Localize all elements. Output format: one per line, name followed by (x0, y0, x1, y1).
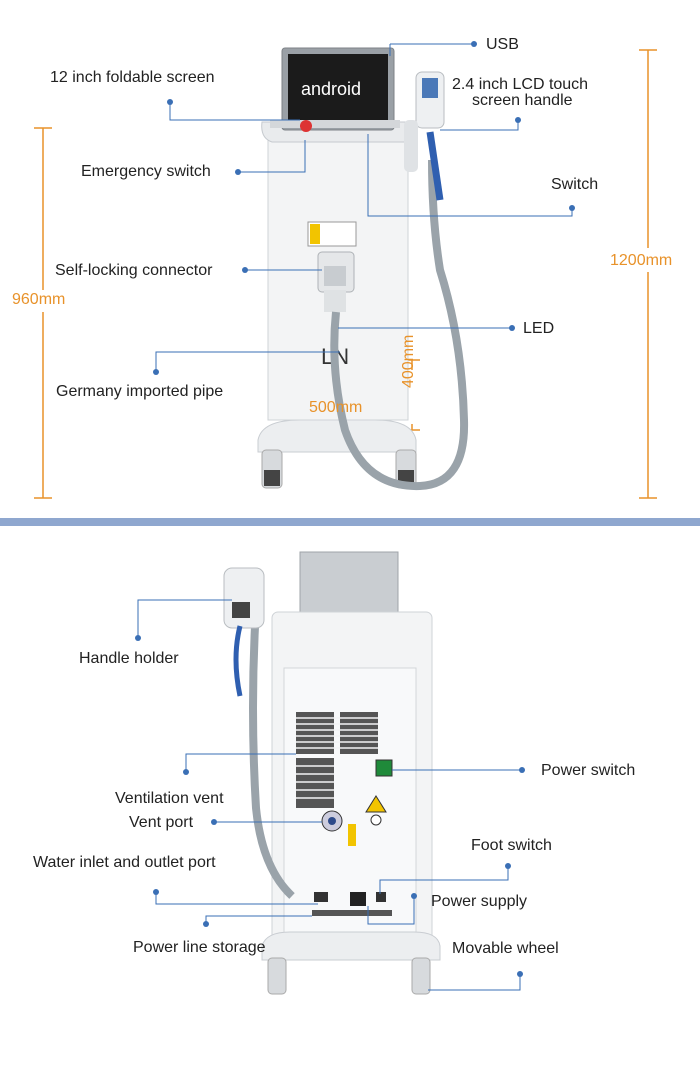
section-divider (0, 518, 700, 526)
rear-callout-dots (135, 635, 525, 977)
label-germany-pipe: Germany imported pipe (56, 383, 224, 400)
rear-machine-drawing (135, 551, 525, 995)
label-lcd-line1: 2.4 inch LCD touch (452, 76, 589, 93)
rear-callout-lines (137, 599, 522, 991)
dim-960mm: 960mm (12, 291, 66, 308)
label-ventilation-vent: Ventilation vent (115, 790, 224, 807)
label-emergency-switch: Emergency switch (81, 163, 211, 180)
callout-dots (153, 41, 575, 375)
front-view-panel: LN android USB 12 inch foldable screen 2 (0, 0, 700, 520)
label-switch: Switch (551, 176, 599, 193)
dim-1200mm: 1200mm (610, 252, 673, 269)
front-machine-drawing: LN (34, 41, 657, 499)
label-power-switch: Power switch (541, 762, 636, 779)
label-usb: USB (486, 36, 519, 53)
label-water-port: Water inlet and outlet port (33, 854, 216, 871)
dim-400mm: 400mm (400, 334, 417, 388)
label-lcd-line2: screen handle (472, 92, 573, 109)
label-power-supply: Power supply (431, 893, 528, 910)
rear-view-panel: Handle holder Ventilation vent Vent port… (0, 528, 700, 1080)
label-foot-switch: Foot switch (471, 837, 552, 854)
screen-logo-text: android (301, 79, 362, 99)
callout-lines (155, 43, 573, 372)
dim-500mm: 500mm (309, 399, 363, 416)
label-vent-port: Vent port (129, 814, 194, 831)
label-foldable-screen: 12 inch foldable screen (50, 69, 215, 86)
label-led: LED (523, 320, 555, 337)
label-movable-wheel: Movable wheel (452, 940, 559, 957)
label-power-line-storage: Power line storage (133, 939, 266, 956)
label-self-locking-connector: Self-locking connector (55, 262, 213, 279)
label-handle-holder: Handle holder (79, 650, 179, 667)
